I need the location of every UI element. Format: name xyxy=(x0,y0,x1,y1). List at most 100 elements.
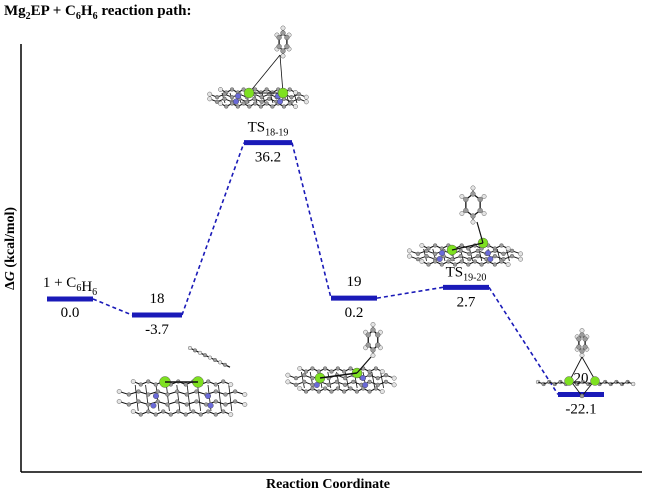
atom xyxy=(470,219,476,225)
bond xyxy=(496,248,501,262)
atom xyxy=(419,243,425,248)
atom xyxy=(458,248,463,253)
atom xyxy=(436,256,443,263)
atom xyxy=(310,366,315,371)
label-group: 1 + C6H60.018-3.7TS18-1936.2190.2TS19-20… xyxy=(43,120,597,418)
atom xyxy=(287,101,292,106)
atom xyxy=(233,389,238,394)
atom xyxy=(370,347,376,353)
atom xyxy=(221,409,226,414)
atom xyxy=(582,336,588,342)
atom xyxy=(354,389,359,394)
atom xyxy=(310,386,315,391)
atom xyxy=(316,389,321,394)
atom xyxy=(303,389,309,394)
atom xyxy=(373,366,379,371)
atom xyxy=(310,376,315,381)
bond xyxy=(166,384,170,412)
atom xyxy=(579,393,585,399)
atom xyxy=(242,402,248,407)
atom xyxy=(576,344,582,350)
atom xyxy=(276,43,282,50)
atom xyxy=(259,99,264,104)
atom xyxy=(342,382,348,387)
atom xyxy=(207,355,212,360)
atom xyxy=(450,257,455,262)
level-value: -22.1 xyxy=(565,401,596,417)
level-label: TS19-20 xyxy=(446,264,487,283)
atom xyxy=(126,392,131,397)
atom xyxy=(335,386,340,391)
atom xyxy=(259,95,264,100)
atom xyxy=(518,256,523,262)
atom xyxy=(213,399,218,404)
atom xyxy=(475,254,480,259)
atom xyxy=(383,373,389,378)
atom xyxy=(168,412,173,417)
atom xyxy=(446,259,451,264)
atom xyxy=(334,379,340,384)
atom xyxy=(247,104,252,109)
atom xyxy=(479,262,484,267)
atom xyxy=(242,392,248,397)
atom xyxy=(207,402,214,409)
atom xyxy=(415,257,421,262)
atom xyxy=(277,87,289,99)
atom xyxy=(130,409,136,414)
atom xyxy=(505,246,511,251)
atom xyxy=(176,409,181,414)
atom xyxy=(280,53,286,59)
atom xyxy=(370,327,376,333)
atom xyxy=(155,389,160,394)
atom xyxy=(348,366,353,371)
atom xyxy=(222,92,227,97)
atom xyxy=(253,87,258,92)
atom xyxy=(579,352,585,358)
atom xyxy=(424,254,429,259)
atom xyxy=(391,375,397,381)
bond xyxy=(569,356,583,381)
connector-line xyxy=(376,286,444,299)
atom xyxy=(373,386,379,391)
atom xyxy=(518,251,523,257)
atom xyxy=(130,379,136,384)
atom xyxy=(287,87,292,92)
atom xyxy=(228,412,234,417)
atom xyxy=(234,92,241,99)
atom xyxy=(477,207,483,214)
atom xyxy=(375,382,380,387)
bond xyxy=(371,371,376,389)
atom xyxy=(463,196,469,203)
atom xyxy=(458,254,463,259)
atom xyxy=(579,328,585,333)
bond xyxy=(186,384,191,412)
atom xyxy=(590,376,600,386)
atom xyxy=(391,382,397,388)
atom xyxy=(509,248,515,253)
atom xyxy=(323,366,328,371)
atom xyxy=(116,389,122,394)
atom xyxy=(415,251,421,256)
x-axis-label: Reaction Coordinate xyxy=(266,477,390,490)
atom xyxy=(194,399,199,404)
atom xyxy=(313,382,320,389)
bond xyxy=(451,242,484,251)
atom xyxy=(198,412,203,417)
atom xyxy=(439,249,446,256)
atom xyxy=(367,379,372,384)
atom xyxy=(221,379,226,384)
atom xyxy=(285,379,291,385)
atom xyxy=(243,87,255,99)
atom xyxy=(253,101,258,106)
atom xyxy=(213,389,218,394)
atom xyxy=(258,104,263,109)
atom xyxy=(150,402,157,409)
atom xyxy=(297,366,303,371)
atom xyxy=(433,243,438,248)
level-label: 18 xyxy=(150,291,165,307)
atom xyxy=(252,96,257,101)
molecule-ts18-19 xyxy=(207,25,309,109)
atom xyxy=(223,402,228,407)
atom xyxy=(365,332,371,338)
